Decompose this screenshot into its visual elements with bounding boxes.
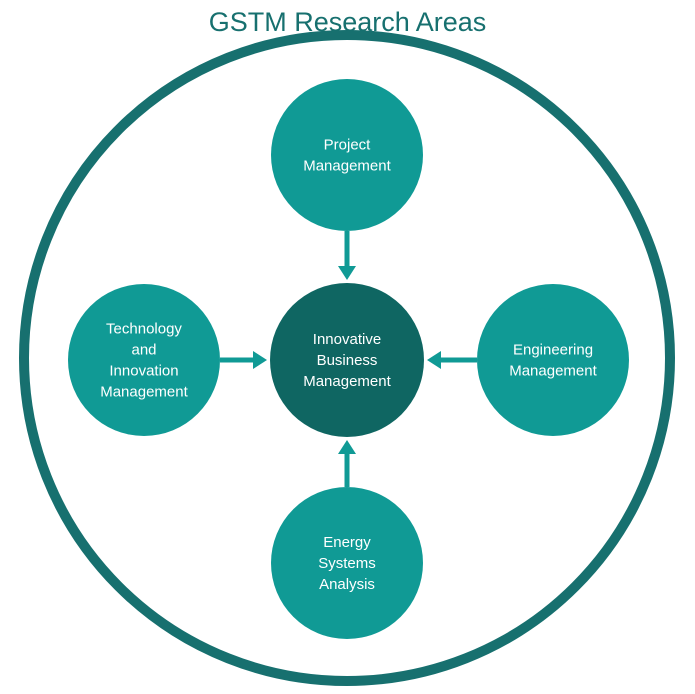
arrow-project-to-center [338,231,356,280]
node-energy-systems-analysis-circle [271,487,423,639]
node-project-management-label-line: Management [303,158,391,175]
arrow-project-to-center-head [338,266,356,280]
outer-ring [19,30,675,686]
node-engineering-management-circle [477,284,629,436]
node-energy-systems-analysis-label-line: Energy [323,534,371,551]
arrow-technology-to-center-head [253,351,267,369]
node-technology-and-innovation-management-label-line: Management [100,384,188,401]
node-technology-and-innovation-management-label-line: Technology [106,321,182,338]
node-center-innovative-business-management-circle [270,283,424,437]
nodes-group: ProjectManagementEngineeringManagementEn… [68,79,629,639]
arrow-engineering-to-center [427,351,477,369]
arrows-group [220,231,477,487]
node-energy-systems-analysis-label-line: Systems [318,555,376,572]
node-project-management-label-line: Project [324,137,372,154]
node-technology-and-innovation-management-label-line: and [131,342,156,359]
arrow-engineering-to-center-head [427,351,441,369]
node-center-innovative-business-management-label-line: Management [303,373,391,390]
node-center-innovative-business-management-label-line: Business [317,352,378,369]
node-engineering-management-label-line: Management [509,363,597,380]
node-project-management-circle [271,79,423,231]
node-engineering-management-label-line: Engineering [513,342,593,359]
arrow-energy-to-center-head [338,440,356,454]
node-center-innovative-business-management-label-line: Innovative [313,331,381,348]
arrow-technology-to-center [220,351,267,369]
node-technology-and-innovation-management-circle [68,284,220,436]
node-energy-systems-analysis-label-line: Analysis [319,576,375,593]
arrow-energy-to-center [338,440,356,487]
node-technology-and-innovation-management-label-line: Innovation [109,363,178,380]
